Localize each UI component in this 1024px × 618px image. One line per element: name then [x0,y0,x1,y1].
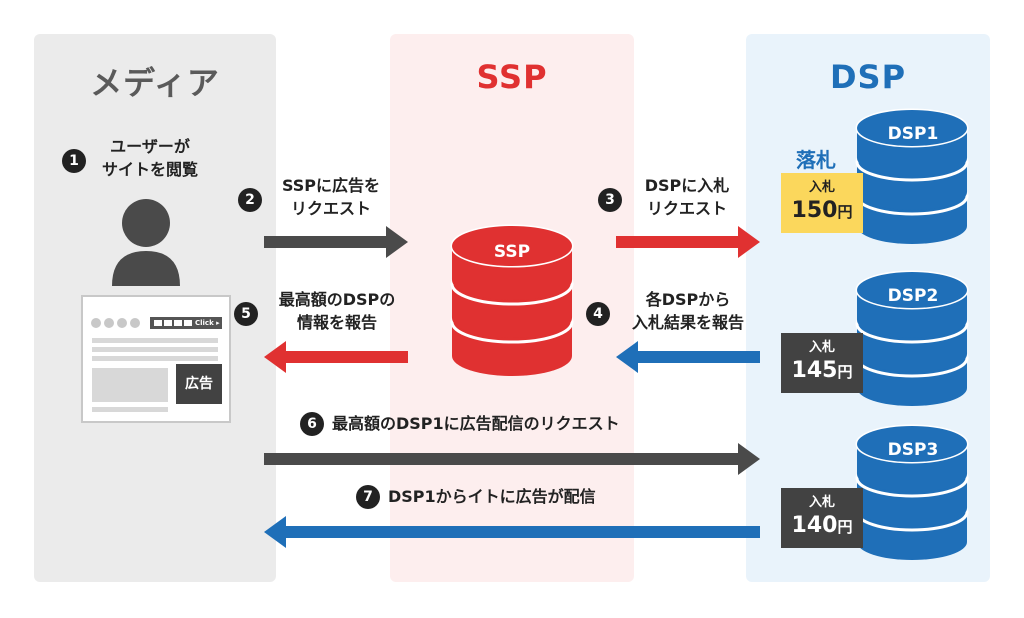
step-3-line-2: リクエスト [646,199,727,218]
step-5-line-1: 最高額のDSPの [278,290,396,309]
dsp2-bid-label: 入札 [808,340,835,355]
dsp1-server-icon [855,108,969,244]
dsp1-bid-box: 入札 150円 [781,173,863,233]
ssp-column-title: SSP [476,58,548,96]
step-1-label: ユーザーが サイトを閲覧 [90,135,210,181]
ad-badge: 広告 [176,364,222,404]
dsp3-bid-box: 入札 140円 [781,488,863,548]
step-5-label: 最高額のDSPの 情報を報告 [262,288,412,334]
step-2-label: SSPに広告を リクエスト [266,174,396,220]
step-7-number: 7 [356,485,380,509]
user-icon [112,199,180,286]
ssp-server-icon [450,224,574,376]
step-4-line-1: 各DSPから [645,290,731,309]
dsp3-server-label: DSP3 [887,440,939,460]
dsp2-bid-box: 入札 145円 [781,333,863,393]
arrow-step5-icon [264,341,408,373]
step-4-line-2: 入札結果を報告 [631,313,744,332]
arrow-step7-icon [264,516,760,548]
step-2-number: 2 [238,188,262,212]
dsp-column-title: DSP [829,58,907,96]
step-3-line-1: DSPに入札 [644,176,730,195]
step-2-line-1: SSPに広告を [281,176,381,195]
step-1-line-1: ユーザーが [110,137,190,156]
dsp2-bid-amount: 145円 [791,358,853,383]
step-5-line-2: 情報を報告 [296,313,377,332]
step-3-label: DSPに入札 リクエスト [626,174,748,220]
step-6-label: 最高額のDSP1に広告配信のリクエスト [332,414,620,433]
step-3-number: 3 [598,188,622,212]
dsp1-server-label: DSP1 [887,124,939,144]
dsp3-bid-label: 入札 [808,495,835,510]
step-1-number: 1 [62,149,86,173]
arrow-step3-icon [616,226,760,258]
dsp2-server-label: DSP2 [887,286,939,306]
step-5-number: 5 [234,302,258,326]
step-4-number: 4 [586,302,610,326]
media-column-title: メディア [90,64,220,102]
dsp1-bid-label: 入札 [808,180,835,195]
dsp3-bid-amount: 140円 [791,513,853,538]
step-6-number: 6 [300,412,324,436]
arrow-step6-icon [264,443,760,475]
arrow-step4-icon [616,341,760,373]
dsp2-server-icon [855,270,969,406]
ssp-server-label: SSP [493,242,531,262]
arrow-step2-icon [264,226,408,258]
step-1-line-2: サイトを閲覧 [101,160,198,179]
step-2-line-2: リクエスト [290,199,371,218]
click-button-label: Click ▸ [195,319,220,327]
website-icon [81,295,231,423]
winner-label: 落札 [796,148,836,172]
dsp3-server-icon [855,424,969,560]
dsp1-bid-amount: 150円 [791,198,853,223]
step-7-label: DSP1からイトに広告が配信 [388,487,596,506]
step-4-label: 各DSPから 入札結果を報告 [614,288,762,334]
